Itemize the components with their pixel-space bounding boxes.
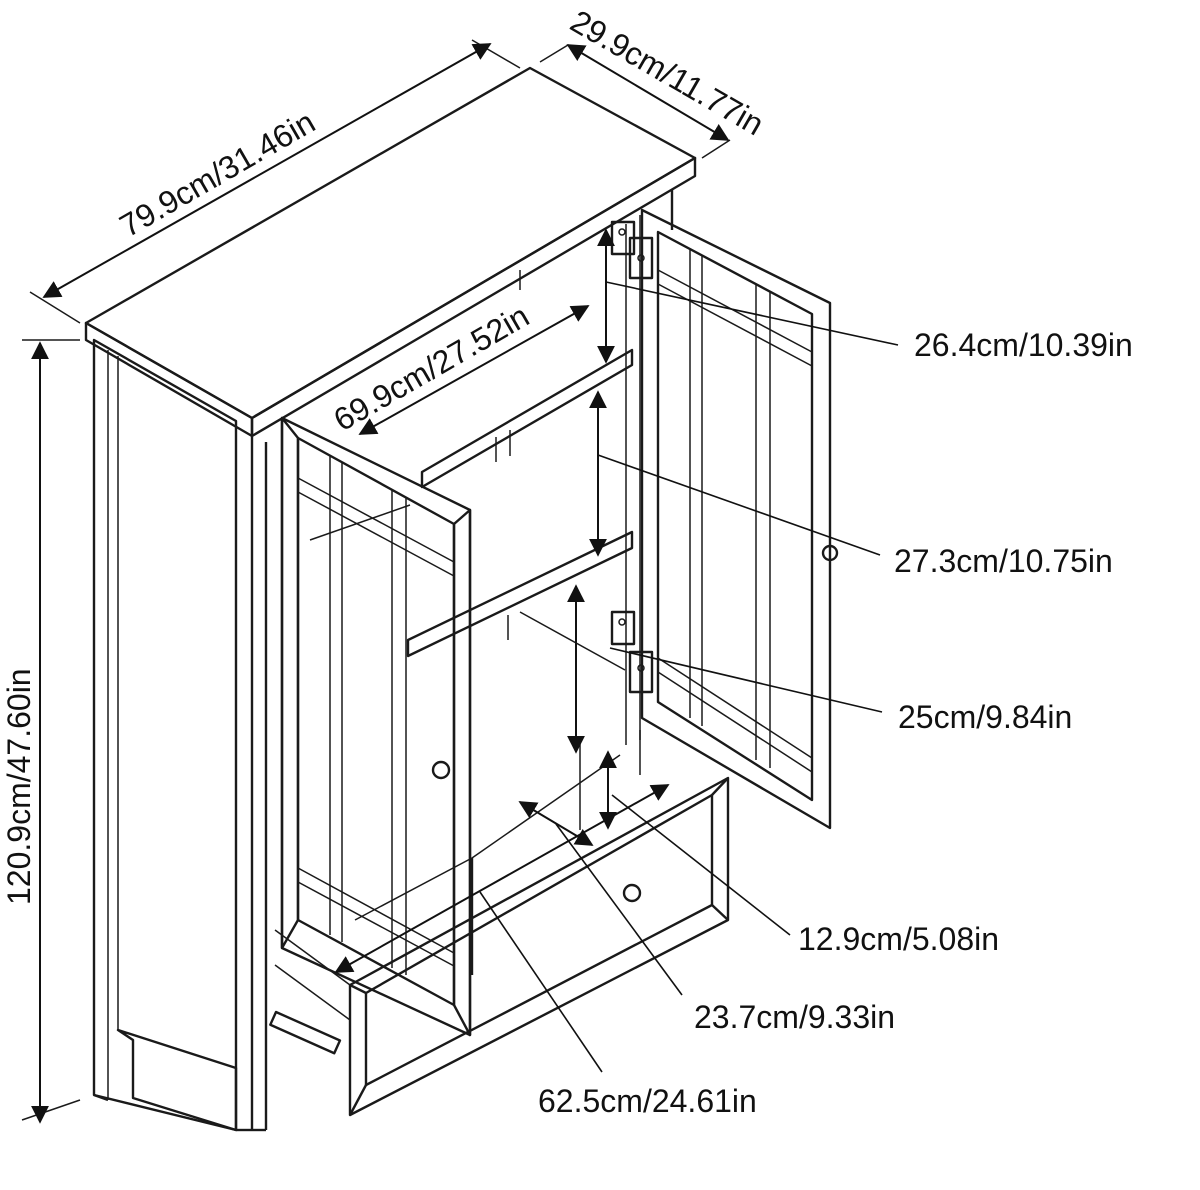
- leader-shelf-bottom: [609, 647, 883, 713]
- cabinet-body: [519, 190, 674, 745]
- drawer-width-label: 62.5cm/24.61in: [538, 1083, 757, 1119]
- inner-width-dimension: [358, 305, 590, 435]
- inner-width-label: 69.9cm/27.52in: [328, 297, 535, 438]
- dimension-labels: 79.9cm/31.46in 29.9cm/11.77in 69.9cm/27.…: [1, 3, 1133, 1119]
- top-width-label: 79.9cm/31.46in: [114, 103, 321, 244]
- leader-drawer-depth: [555, 823, 683, 996]
- drawer-height-label: 12.9cm/5.08in: [798, 921, 999, 957]
- cabinet-drawing: [84, 66, 839, 1132]
- left-door: [280, 416, 472, 1037]
- left-side-panel: [92, 338, 268, 1132]
- leader-drawer-width: [479, 891, 603, 1073]
- top-depth-dimension: [566, 44, 730, 141]
- shelf-bottom-gap-label: 25cm/9.84in: [898, 699, 1072, 735]
- shelf-top-gap-label: 26.4cm/10.39in: [914, 327, 1133, 363]
- leader-shelf-middle: [597, 454, 881, 556]
- hinges: [610, 220, 654, 694]
- shelf-middle-gap-label: 27.3cm/10.75in: [894, 543, 1113, 579]
- total-height-label: 120.9cm/47.60in: [1, 668, 37, 905]
- drawer-depth-label: 23.7cm/9.33in: [694, 999, 895, 1035]
- dimension-lines: [21, 39, 899, 1124]
- top-width-dimension: [42, 43, 492, 298]
- top-depth-label: 29.9cm/11.77in: [565, 3, 770, 142]
- leader-drawer-height: [611, 794, 791, 936]
- drawer-width-dimension: [334, 784, 670, 973]
- leader-shelf-top: [605, 281, 899, 346]
- open-drawer: [269, 730, 730, 1117]
- right-door: [640, 208, 839, 830]
- drawer-depth-dimension: [518, 801, 594, 846]
